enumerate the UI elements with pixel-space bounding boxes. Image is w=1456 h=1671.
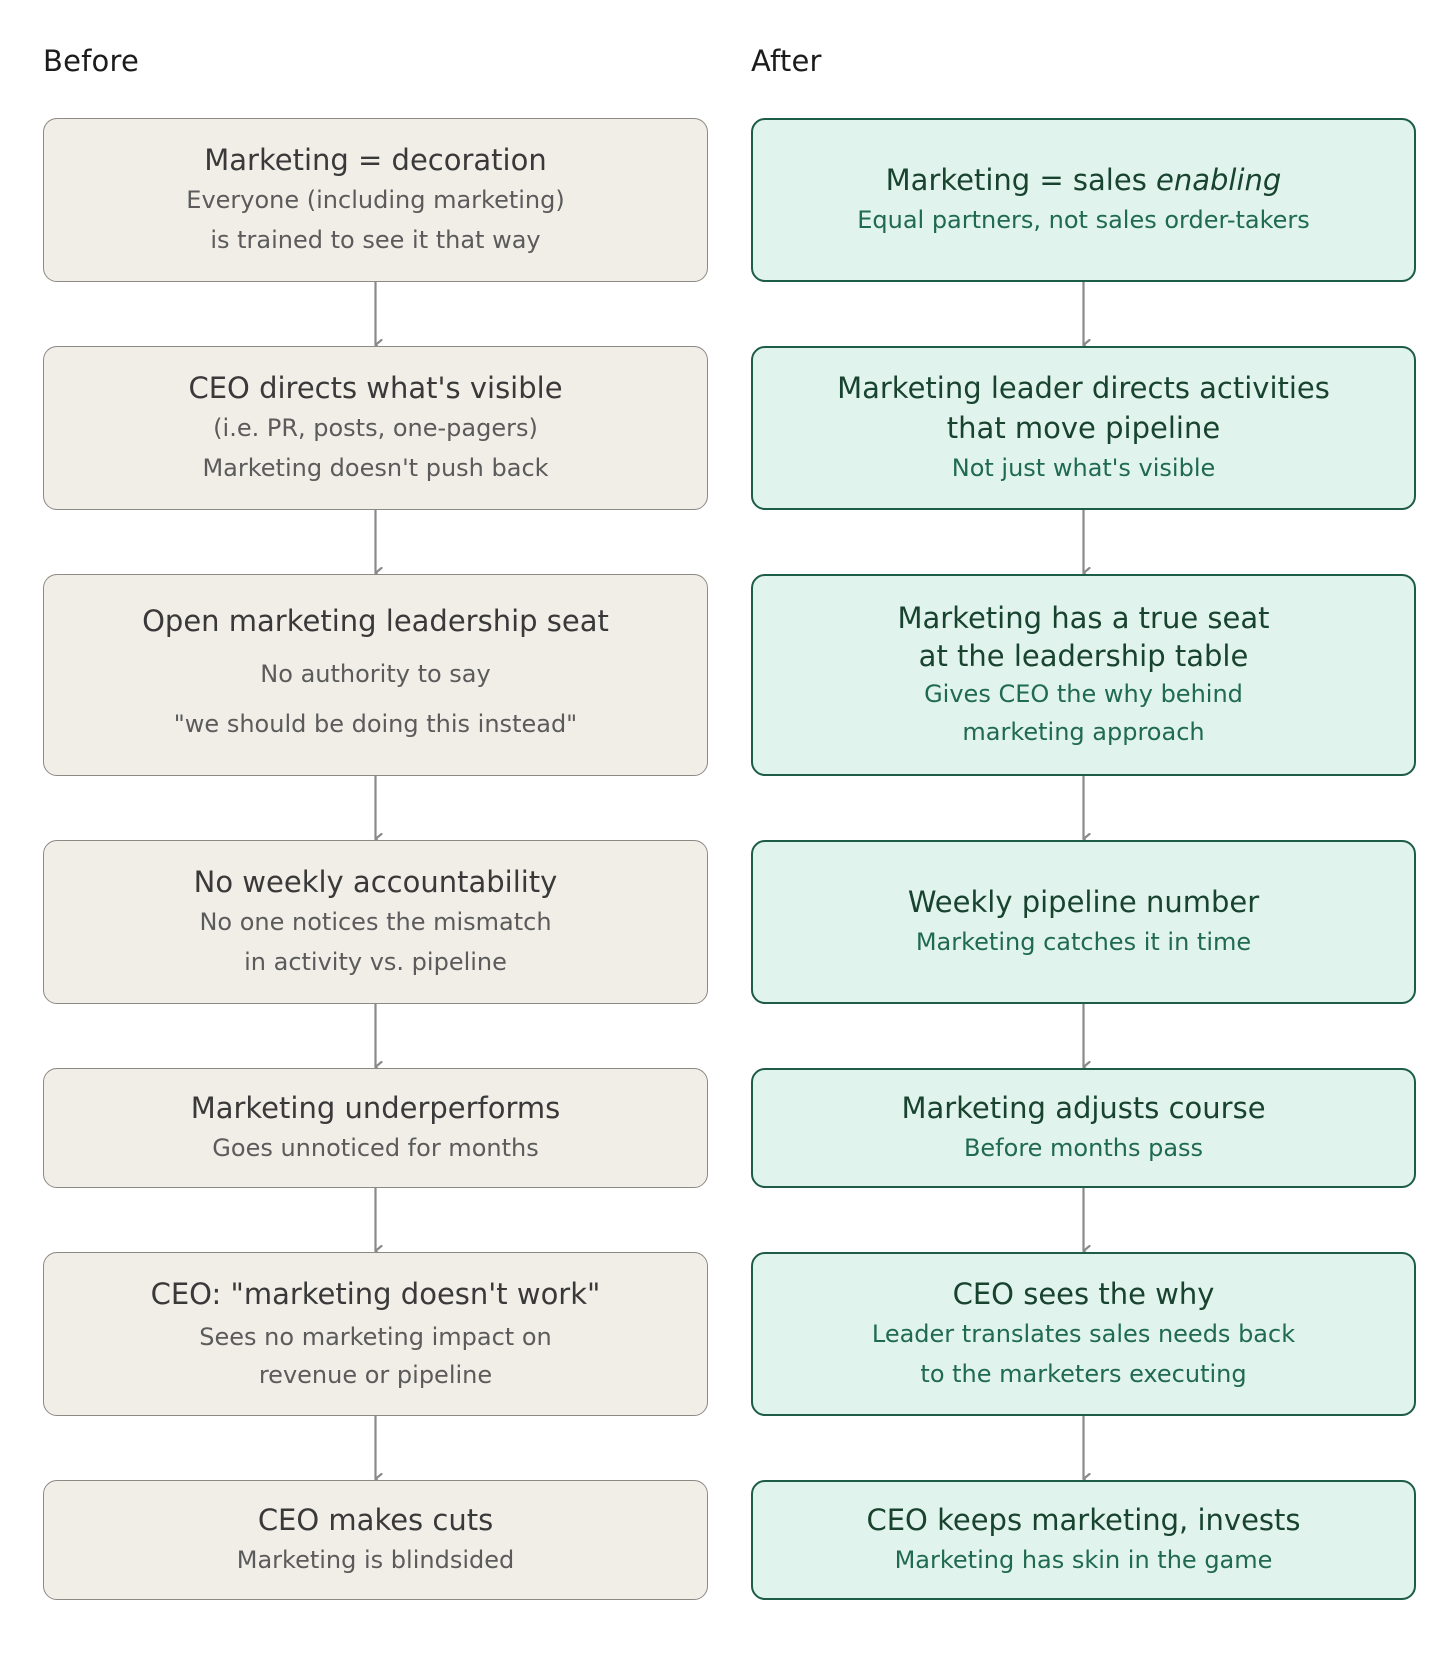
before-step-6: CEO: "marketing doesn't work" Sees no ma…: [43, 1252, 708, 1416]
before-step-5: Marketing underperforms Goes unnoticed f…: [43, 1068, 708, 1188]
before-step-3-title: Open marketing leadership seat: [142, 604, 609, 638]
after-step-7-subtitle-line-1: Marketing has skin in the game: [894, 1546, 1273, 1574]
before-step-4: No weekly accountability No one notices …: [43, 840, 708, 1004]
before-step-1: Marketing = decoration Everyone (includi…: [43, 118, 708, 282]
before-step-3: Open marketing leadership seat No author…: [43, 574, 708, 776]
after-step-6: CEO sees the why Leader translates sales…: [751, 1252, 1416, 1416]
after-step-3: Marketing has a true seat at the leaders…: [751, 574, 1416, 776]
before-step-2-subtitle-line-2: Marketing doesn't push back: [202, 454, 549, 482]
after-step-3-title: Marketing has a true seat at the leaders…: [897, 599, 1269, 675]
before-step-2: CEO directs what's visible (i.e. PR, pos…: [43, 346, 708, 510]
after-step-5-subtitle-line-1: Before months pass: [963, 1134, 1204, 1162]
after-step-4: Weekly pipeline number Marketing catches…: [751, 840, 1416, 1004]
before-step-4-subtitle-line-1: No one notices the mismatch: [199, 908, 552, 936]
after-step-5-title: Marketing adjusts course: [901, 1091, 1266, 1125]
before-step-7-subtitle-line-1: Marketing is blindsided: [236, 1546, 515, 1574]
before-step-3-subtitle-line-2: "we should be doing this instead": [173, 710, 578, 738]
after-heading: After: [751, 44, 822, 78]
before-step-6-title: CEO: "marketing doesn't work": [150, 1277, 601, 1311]
after-step-6-title: CEO sees the why: [952, 1277, 1215, 1311]
after-step-6-subtitle-line-2: to the marketers executing: [920, 1360, 1247, 1388]
before-step-3-subtitle-line-1: No authority to say: [260, 660, 491, 688]
before-step-1-subtitle-line-2: is trained to see it that way: [210, 226, 541, 254]
before-step-5-subtitle-line-1: Goes unnoticed for months: [212, 1134, 539, 1162]
before-heading: Before: [43, 44, 140, 78]
before-step-7-title: CEO makes cuts: [257, 1503, 494, 1537]
after-step-3-title-line-2: at the leadership table: [918, 639, 1249, 673]
after-step-2-title: Marketing leader directs activities that…: [837, 368, 1330, 448]
after-step-1-title-prefix: Marketing = sales: [885, 163, 1157, 197]
before-step-7: CEO makes cuts Marketing is blindsided: [43, 1480, 708, 1600]
after-step-3-subtitle-line-2: marketing approach: [962, 718, 1205, 746]
after-step-6-subtitle-line-1: Leader translates sales needs back: [871, 1320, 1296, 1348]
after-step-3-subtitle-line-1: Gives CEO the why behind: [924, 680, 1243, 708]
before-step-1-title: Marketing = decoration: [204, 143, 547, 177]
before-step-5-title: Marketing underperforms: [190, 1091, 561, 1125]
before-step-4-subtitle-line-2: in activity vs. pipeline: [244, 948, 507, 976]
before-step-6-subtitle-line-2: revenue or pipeline: [258, 1361, 493, 1389]
before-step-4-title: No weekly accountability: [193, 865, 558, 899]
before-step-2-subtitle-line-1: (i.e. PR, posts, one-pagers): [213, 414, 538, 442]
after-step-1-subtitle-line-1: Equal partners, not sales order-takers: [857, 206, 1310, 234]
after-step-2-title-line-1: Marketing leader directs activities: [837, 371, 1330, 405]
after-step-2-subtitle-line-1: Not just what's visible: [951, 454, 1216, 482]
after-step-1-title: Marketing = sales enabling: [886, 160, 1282, 200]
after-step-5: Marketing adjusts course Before months p…: [751, 1068, 1416, 1188]
after-step-3-title-line-1: Marketing has a true seat: [897, 601, 1270, 635]
after-step-7: CEO keeps marketing, invests Marketing h…: [751, 1480, 1416, 1600]
after-step-4-subtitle-line-1: Marketing catches it in time: [915, 928, 1252, 956]
after-step-2-title-line-2: that move pipeline: [946, 411, 1221, 445]
before-step-6-subtitle-line-1: Sees no marketing impact on: [199, 1323, 552, 1351]
before-step-1-subtitle-line-1: Everyone (including marketing): [186, 186, 565, 214]
before-step-2-title: CEO directs what's visible: [188, 371, 563, 405]
after-step-2: Marketing leader directs activities that…: [751, 346, 1416, 510]
after-step-1: Marketing = sales enabling Equal partner…: [751, 118, 1416, 282]
after-step-1-title-emphasis: enabling: [1156, 163, 1282, 197]
after-step-4-title: Weekly pipeline number: [907, 885, 1260, 919]
after-step-7-title: CEO keeps marketing, invests: [866, 1503, 1301, 1537]
